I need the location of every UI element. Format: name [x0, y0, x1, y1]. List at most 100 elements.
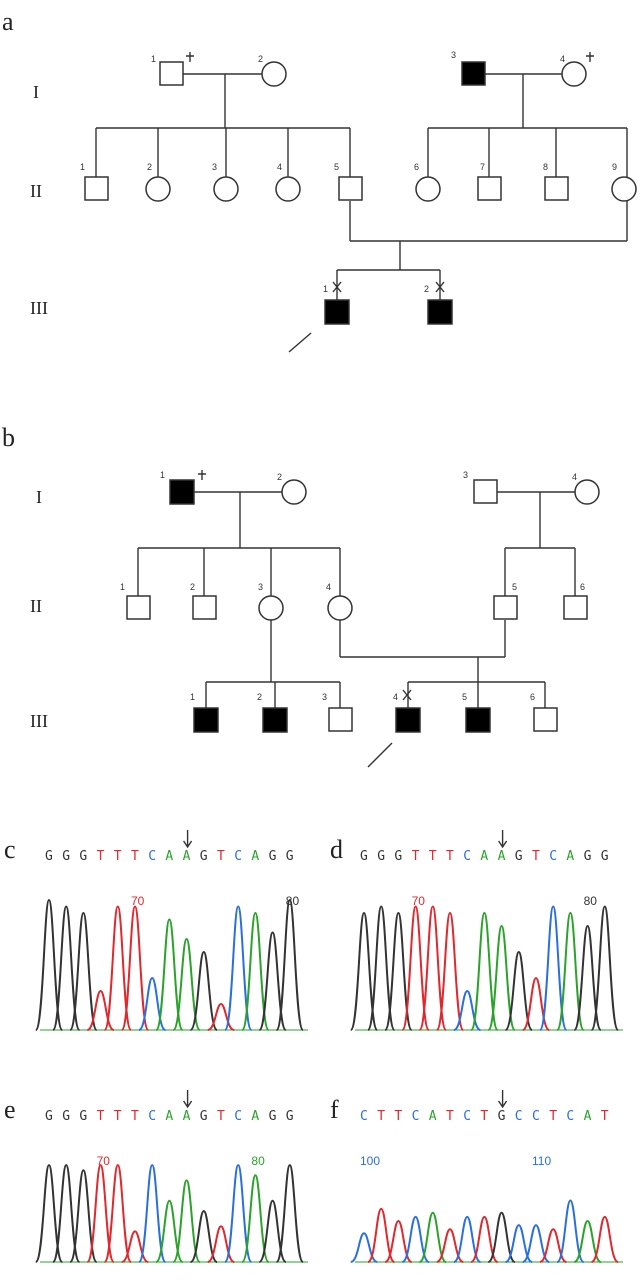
chromatogram-peak-f-1 [366, 1207, 396, 1263]
chromatogram-peak-c-14 [275, 898, 305, 1031]
deceased-mark [186, 52, 194, 62]
base-call-c-12: A [251, 849, 259, 864]
base-call-c-10: T [217, 849, 225, 864]
pedigree-a-I-4-female [561, 61, 587, 87]
num-b-II-5: 5 [512, 582, 517, 592]
base-call-e-11: C [234, 1109, 242, 1124]
chromatogram-peak-d-11 [538, 905, 568, 1031]
num-b-II-2: 2 [190, 582, 195, 592]
pedigree-b-III-6-male [533, 707, 558, 732]
pedigree-a-I-2-female [261, 61, 287, 87]
base-call-e-6: C [148, 1109, 156, 1124]
base-call-d-3: T [412, 849, 420, 864]
chromatogram-peak-c-2 [69, 911, 98, 1031]
chromatogram-peak-c-13 [258, 931, 287, 1031]
base-call-c-8: A [183, 849, 191, 864]
base-call-d-5: T [446, 849, 454, 864]
base-call-d-8: A [498, 849, 506, 864]
base-call-c-13: G [269, 849, 277, 864]
pedigree-a-II-3-female [213, 176, 239, 202]
gen-label-III-b: III [30, 711, 48, 731]
chromatogram-peak-e-2 [69, 1169, 98, 1263]
mutation-arrow-icon [183, 830, 193, 849]
pedigree-b-I-4-female [574, 479, 600, 505]
base-call-f-1: T [377, 1109, 385, 1124]
num-a-III-2: 2 [424, 284, 429, 294]
base-call-e-7: A [165, 1109, 173, 1124]
num-b-III-6: 6 [530, 692, 535, 702]
pedigree-b-III-4-affected-male [395, 707, 421, 733]
num-a-I-2: 2 [258, 54, 263, 64]
num-b-II-3: 3 [258, 582, 263, 592]
base-call-f-0: C [360, 1109, 368, 1124]
pedigree-a-III-2-affected-male [427, 299, 453, 325]
base-call-d-10: T [532, 849, 540, 864]
mutation-arrow-icon [498, 830, 508, 849]
proband-arrow [367, 742, 393, 768]
position-label-d-0: 70 [412, 894, 426, 908]
chromatogram-peak-e-0 [34, 1164, 64, 1263]
pedigree-b-II-5-male [493, 595, 518, 620]
num-a-I-4: 4 [560, 54, 565, 64]
base-call-d-2: G [394, 849, 402, 864]
num-a-II-6: 6 [414, 162, 419, 172]
base-call-d-9: G [515, 849, 523, 864]
chromatogram-peak-d-0 [349, 911, 379, 1031]
chromatogram-peak-c-0 [34, 898, 64, 1031]
panel-f-letter: f [330, 1095, 339, 1124]
base-call-e-9: G [200, 1109, 208, 1124]
base-call-e-5: T [131, 1109, 139, 1124]
base-call-d-1: G [377, 849, 385, 864]
num-a-III-1: 1 [323, 284, 328, 294]
base-call-f-13: A [584, 1109, 592, 1124]
chromatogram-peak-d-12 [556, 911, 585, 1031]
position-label-f-0: 100 [360, 1154, 380, 1168]
panel-d-letter: d [330, 835, 343, 864]
chromatogram-peak-e-9 [189, 1209, 219, 1263]
deceased-mark [198, 470, 206, 480]
base-call-e-1: G [62, 1109, 70, 1124]
chromatogram-peak-f-4 [418, 1211, 448, 1263]
chromatogram-peak-e-6 [137, 1164, 167, 1263]
chromatogram-peak-e-1 [51, 1164, 81, 1263]
base-call-e-10: T [217, 1109, 225, 1124]
base-call-d-6: C [463, 849, 471, 864]
chromatogram-peak-d-14 [590, 905, 620, 1031]
panel-a-letter: a [2, 7, 14, 36]
base-call-c-9: G [200, 849, 208, 864]
num-b-I-2: 2 [277, 472, 282, 482]
base-call-d-7: A [480, 849, 488, 864]
chromatogram-peak-d-7 [470, 911, 499, 1031]
base-call-d-11: C [549, 849, 557, 864]
chromatogram-peak-f-10 [522, 1224, 550, 1263]
num-b-III-4: 4 [393, 692, 398, 702]
gen-label-III-a: III [30, 298, 48, 318]
base-call-f-4: A [429, 1109, 437, 1124]
base-call-c-4: T [114, 849, 122, 864]
position-label-d-1: 80 [584, 894, 598, 908]
panel-c-letter: c [4, 835, 16, 864]
chromatogram-peak-f-8 [487, 1211, 516, 1263]
position-label-e-1: 80 [251, 1154, 265, 1168]
base-call-c-14: G [286, 849, 294, 864]
chromatogram-peak-d-9 [504, 950, 534, 1031]
gen-label-I-b: I [36, 487, 42, 507]
pedigree-a-II-4-female [275, 176, 301, 202]
base-call-c-1: G [62, 849, 70, 864]
base-call-e-13: G [269, 1109, 277, 1124]
num-b-II-1: 1 [120, 582, 125, 592]
base-call-f-2: T [394, 1109, 402, 1124]
base-call-e-12: A [251, 1109, 259, 1124]
base-call-d-14: G [601, 849, 609, 864]
pedigree-b-II-6-male [563, 595, 588, 620]
gen-label-II-b: II [30, 596, 42, 616]
base-call-c-6: C [148, 849, 156, 864]
pedigree-b-II-4-female [327, 595, 353, 621]
base-call-c-0: G [45, 849, 53, 864]
position-label-c-0: 70 [131, 894, 145, 908]
num-a-II-4: 4 [277, 162, 282, 172]
base-call-d-4: T [429, 849, 437, 864]
pedigree-a: 1 2 3 4 1 2 3 4 5 6 7 8 9 1 2 [80, 50, 637, 353]
